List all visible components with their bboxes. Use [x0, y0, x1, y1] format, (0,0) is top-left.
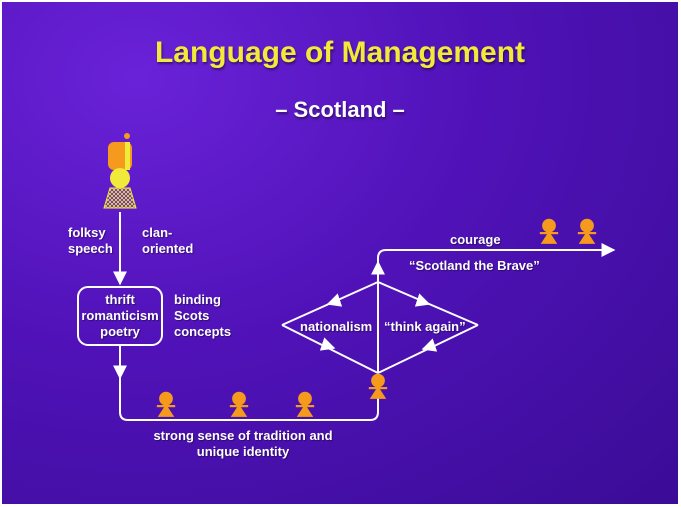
person-icon: [368, 373, 388, 399]
label-think-again: “think again”: [384, 319, 466, 334]
think-again-diamond: [281, 281, 479, 374]
person-icon: [539, 218, 559, 244]
label-courage: courage: [450, 232, 501, 247]
page-subtitle: – Scotland –: [275, 97, 405, 122]
scot-figure-icon: [103, 133, 137, 209]
person-icon: [156, 391, 176, 417]
page-title: Language of Management: [154, 36, 526, 69]
tradition-path: [119, 374, 379, 421]
label-scotland-brave: “Scotland the Brave”: [409, 258, 540, 273]
label-clan-oriented: clan-oriented: [142, 225, 194, 256]
courage-arrow: [377, 243, 616, 282]
label-nationalism: nationalism: [300, 319, 373, 334]
person-icon: [577, 218, 597, 244]
person-icon: [295, 391, 315, 417]
person-icon: [229, 391, 249, 417]
